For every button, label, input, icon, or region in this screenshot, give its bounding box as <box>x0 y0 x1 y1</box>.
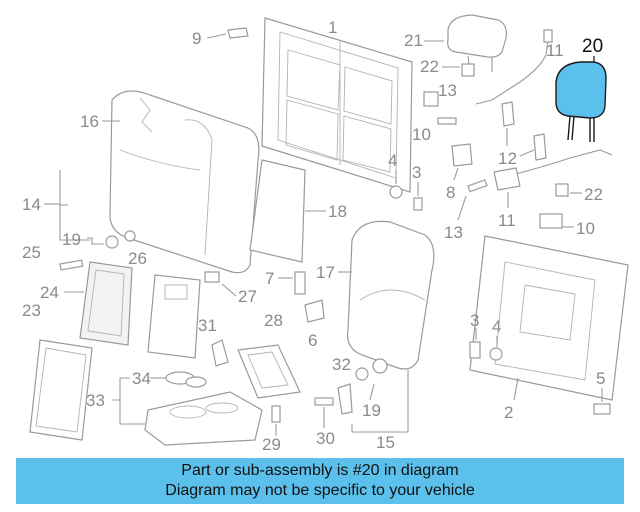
callout-30: 30 <box>316 429 335 448</box>
callout-19b: 19 <box>362 401 381 420</box>
screw-7-part <box>294 271 306 295</box>
callout-3b: 3 <box>470 311 479 330</box>
right-seat-back-part <box>346 220 435 370</box>
callout-1: 1 <box>328 18 337 37</box>
caption-banner: Part or sub-assembly is #20 in diagram D… <box>16 458 624 504</box>
callout-13b: 13 <box>444 223 463 242</box>
headrest-20-part <box>555 61 607 142</box>
plug-27-part <box>204 271 220 283</box>
callout-14: 14 <box>22 195 41 214</box>
latch-31-part <box>211 339 229 367</box>
callout-17: 17 <box>316 263 335 282</box>
callout-22b: 22 <box>584 185 603 204</box>
callout-24: 24 <box>40 283 59 302</box>
callout-33: 33 <box>86 391 105 410</box>
seat-back-cushion-part <box>109 90 260 274</box>
callout-22a: 22 <box>420 57 439 76</box>
callout-18: 18 <box>328 202 347 221</box>
clip-part <box>227 27 249 39</box>
armrest-cover-part <box>79 261 133 346</box>
callout-28: 28 <box>264 311 283 330</box>
back-panel-part <box>249 159 306 263</box>
callout-2: 2 <box>504 403 513 422</box>
headrest-21-part <box>447 14 507 73</box>
callout-4b: 4 <box>492 317 501 336</box>
armrest-lid-part <box>147 274 201 359</box>
callout-7: 7 <box>265 269 274 288</box>
callout-25: 25 <box>22 243 41 262</box>
cup-holder-base-part <box>144 391 263 446</box>
caption-line-2: Diagram may not be specific to your vehi… <box>165 482 475 499</box>
callout-13a: 13 <box>438 81 457 100</box>
callout-15: 15 <box>376 433 395 452</box>
callout-26: 26 <box>128 249 147 268</box>
bracket-6-part <box>304 299 325 323</box>
callout-20: 20 <box>582 36 603 57</box>
callout-21: 21 <box>404 31 423 50</box>
callout-23: 23 <box>22 301 41 320</box>
callout-11b: 11 <box>498 211 516 230</box>
callout-6: 6 <box>308 331 317 350</box>
callout-29: 29 <box>262 435 281 454</box>
seat-back-frame-2-part <box>469 235 629 401</box>
callout-5: 5 <box>596 369 605 388</box>
caption-line-1: Part or sub-assembly is #20 in diagram <box>181 462 459 479</box>
parts-diagram: 1 16 14 9 18 19 25 24 26 <box>22 14 629 454</box>
callout-34: 34 <box>132 369 151 388</box>
callout-16: 16 <box>80 112 99 131</box>
callout-11a: 11 <box>546 41 564 60</box>
hinge-28-part <box>237 344 301 399</box>
seat-back-frame-part <box>261 17 413 193</box>
callout-10a: 10 <box>412 125 431 144</box>
callout-27: 27 <box>238 287 257 306</box>
callout-12: 12 <box>498 149 517 168</box>
callout-19a: 19 <box>62 230 81 249</box>
callout-10b: 10 <box>576 219 595 238</box>
callout-9: 9 <box>192 29 201 48</box>
callout-31: 31 <box>198 316 217 335</box>
callout-4a: 4 <box>388 151 397 170</box>
tray-part <box>29 339 93 441</box>
bolt-25-part <box>59 259 84 271</box>
callout-8: 8 <box>446 183 455 202</box>
cup-holder-insert-part <box>165 371 207 388</box>
callout-32: 32 <box>332 355 351 374</box>
callout-3a: 3 <box>412 163 421 182</box>
